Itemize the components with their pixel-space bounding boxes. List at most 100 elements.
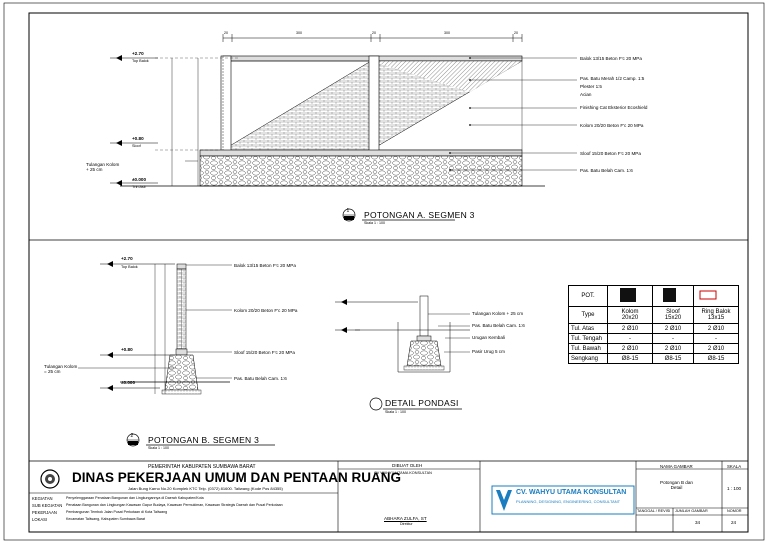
jumlah-label: JUMLAH GAMBAR bbox=[675, 509, 708, 513]
scale-detail-pondasi: Skala 1 : 100 bbox=[385, 410, 406, 414]
rebar-cell: 2 Ø10 bbox=[607, 343, 653, 354]
title-detail-pondasi: DETAIL PONDASI bbox=[385, 398, 459, 408]
rebar-type-label: Type bbox=[568, 306, 608, 324]
callout-kolom: Kolom 20/20 Beton F'c 20 MPa bbox=[580, 123, 644, 128]
callout-b-balok: Balok 13/15 Beton F'c 20 MPa bbox=[234, 263, 296, 268]
level-top-name: Top Balok bbox=[132, 59, 149, 63]
title-badge-a bbox=[342, 208, 455, 222]
title-potongan-a: POTONGAN A. SEGMEN 3 bbox=[364, 210, 475, 220]
rebar-cell: 2 Ø10 bbox=[652, 323, 694, 334]
agency-name: DINAS PEKERJAAN UMUM DAN PENTAAN RUANG bbox=[72, 470, 402, 485]
info-label-pekerjaan: PEKERJAAN bbox=[32, 510, 57, 515]
info-label-sub: SUB KEGIATAN bbox=[32, 503, 63, 508]
tanggal-label: TANGGAL / REVISI bbox=[637, 509, 671, 513]
signer-role: Direktur bbox=[400, 522, 413, 526]
rebar-header-ring bbox=[693, 285, 739, 307]
rebar-cell: 2 Ø10 bbox=[652, 343, 694, 354]
callout-b-kolom: Kolom 20/20 Beton F'c 20 MPa bbox=[234, 308, 298, 313]
rebar-cell: 2 Ø10 bbox=[607, 323, 653, 334]
scale-value: 1 : 100 bbox=[727, 486, 742, 491]
rebar-cell: 2 Ø10 bbox=[693, 323, 739, 334]
rebar-row-label: Tul. Tengah bbox=[568, 333, 608, 344]
scale-potongan-b: Skala 1 : 100 bbox=[148, 446, 169, 450]
info-label-lokasi: LOKASI bbox=[32, 517, 48, 522]
rebar-cell: 2 Ø10 bbox=[693, 343, 739, 354]
rebar-type-kolom: Kolom 20x20 bbox=[607, 306, 653, 324]
rebar-row-label: Tul. Bawah bbox=[568, 343, 608, 354]
level-b-top: +2.70 bbox=[121, 256, 133, 261]
level-ground: ±0.000 bbox=[132, 177, 147, 182]
level-mid: +0.80 bbox=[132, 136, 144, 141]
rebar-row-label: Sengkang bbox=[568, 353, 608, 364]
dim-2: 300 bbox=[296, 31, 302, 35]
callout-pas-batu-merah: Pas. Batu Merah 1/2 Camp. 1:5 bbox=[580, 76, 645, 81]
badge-b-number: 2 bbox=[130, 433, 134, 439]
dim-4: 300 bbox=[444, 31, 450, 35]
callout-pas-batu-belah: Pas. Batu Belah Cam. 1:6 bbox=[580, 168, 633, 173]
callout-balok: Balok 13/15 Beton F'c 20 MPa bbox=[580, 56, 642, 61]
nomor-label: NOMOR bbox=[727, 509, 742, 513]
nomor-value: 24 bbox=[731, 520, 737, 525]
agency-emblem-icon bbox=[40, 469, 60, 489]
callout-b-batu: Pas. Batu Belah Cam. 1:6 bbox=[234, 376, 287, 381]
title-potongan-b: POTONGAN B. SEGMEN 3 bbox=[148, 435, 260, 445]
rebar-header-kolom bbox=[607, 285, 653, 307]
rebar-type-sloof: Sloof 15x20 bbox=[652, 306, 694, 324]
callout-plester: Plester 1:5 bbox=[580, 84, 602, 89]
rebar-table: POT. Type Kolom 20x20 Sloof 15x20 Ring B… bbox=[568, 285, 739, 364]
dim-1: 20 bbox=[224, 31, 228, 35]
rebar-cell: - bbox=[693, 333, 739, 344]
rebar-cell: - bbox=[607, 333, 653, 344]
info-value-kegiatan: Penyelenggaraan Penataan Bangunan dan Li… bbox=[66, 496, 204, 500]
signer-name: ABHARA ZULFA, ST bbox=[384, 516, 427, 521]
rebar-cell: Ø8-15 bbox=[607, 353, 653, 364]
potongan-b-drawing bbox=[78, 261, 275, 447]
rebar-cell: Ø8-15 bbox=[693, 353, 739, 364]
callout-b-sloof: Sloof 15/20 Beton F'c 20 MPa bbox=[234, 350, 295, 355]
rebar-type-ring: Ring Balok 13x15 bbox=[693, 306, 739, 324]
level-mid-name: Sloof bbox=[132, 144, 141, 148]
level-ground-name: Tnh Asli bbox=[132, 185, 146, 189]
level-top: +2.70 bbox=[132, 51, 144, 56]
level-b-top-name: Top Balok bbox=[121, 265, 138, 269]
consultant-logo-text: CV. WAHYU UTAMA KONSULTAN bbox=[516, 489, 627, 496]
callout-d-urugan: Urugan Kembali bbox=[472, 335, 505, 340]
dim-3: 20 bbox=[372, 31, 376, 35]
callout-d-batu: Pas. Batu Belah Cam. 1:6 bbox=[472, 323, 525, 328]
agency-address: Jalan Bung Karno No.20 Komplek KTC Telp.… bbox=[128, 486, 283, 491]
title-block-frame bbox=[29, 461, 748, 532]
level-b-mid: +0.80 bbox=[121, 347, 133, 352]
callout-acian: Acian bbox=[580, 92, 592, 97]
consultant-logo bbox=[491, 485, 635, 515]
rebar-cell: - bbox=[652, 333, 694, 344]
info-label-kegiatan: KEGIATAN bbox=[32, 496, 53, 501]
potongan-a-drawing bbox=[110, 34, 577, 187]
callout-sloof: Sloof 15/20 Beton F'c 20 MPa bbox=[580, 151, 641, 156]
gov-name: PEMERINTAH KABUPATEN SUMBAWA BARAT bbox=[148, 464, 256, 470]
callout-finishing: Finishing Cat Eksterior Ecoshield bbox=[580, 105, 648, 110]
skala-label: SKALA bbox=[727, 464, 742, 469]
scale-potongan-a: Skala 1 : 100 bbox=[364, 221, 385, 225]
level-b-ground: ±0.000 bbox=[121, 380, 136, 385]
callout-d-pasir: Pasir Urug 5 cm bbox=[472, 349, 505, 354]
rebar-row-label: Tul. Atas bbox=[568, 323, 608, 334]
jumlah-value: 34 bbox=[695, 520, 701, 525]
consultant-name: CV WAHYU UTAMA KONSULTAN bbox=[374, 471, 432, 475]
callout-d-tulangan: Tulangan Kolom + 25 cm bbox=[472, 311, 524, 316]
drawing-name: Potongan B dan Detail bbox=[660, 480, 693, 490]
nama-gambar-label: NAMA GAMBAR bbox=[660, 464, 693, 469]
detail-pondasi-drawing bbox=[335, 295, 470, 411]
rebar-header-pot: POT. bbox=[568, 285, 608, 307]
tulangan-note-a: Tulangan Kolom + 25 cm bbox=[86, 162, 120, 172]
info-value-sub: Penataan Bangunan dan Lingkungan Kawasan… bbox=[66, 503, 283, 507]
tulangan-note-b: Tulangan Kolom = 25 cm bbox=[44, 364, 78, 374]
rebar-header-sloof bbox=[652, 285, 694, 307]
rebar-cell: Ø8-15 bbox=[652, 353, 694, 364]
dibuat-oleh: DIBUAT OLEH bbox=[392, 463, 423, 468]
dim-5: 20 bbox=[514, 31, 518, 35]
info-value-pekerjaan: Pembangunan Tembok Jalan Pusat Perkotaan… bbox=[66, 510, 168, 514]
consultant-logo-sub: PLANNING, DESIGNING, ENGINEERING, CONSUL… bbox=[516, 499, 621, 504]
info-value-lokasi: Kecamatan Taliwang, Kabupaten Sumbawa Ba… bbox=[66, 517, 146, 521]
badge-a-number: 1 bbox=[346, 208, 350, 214]
